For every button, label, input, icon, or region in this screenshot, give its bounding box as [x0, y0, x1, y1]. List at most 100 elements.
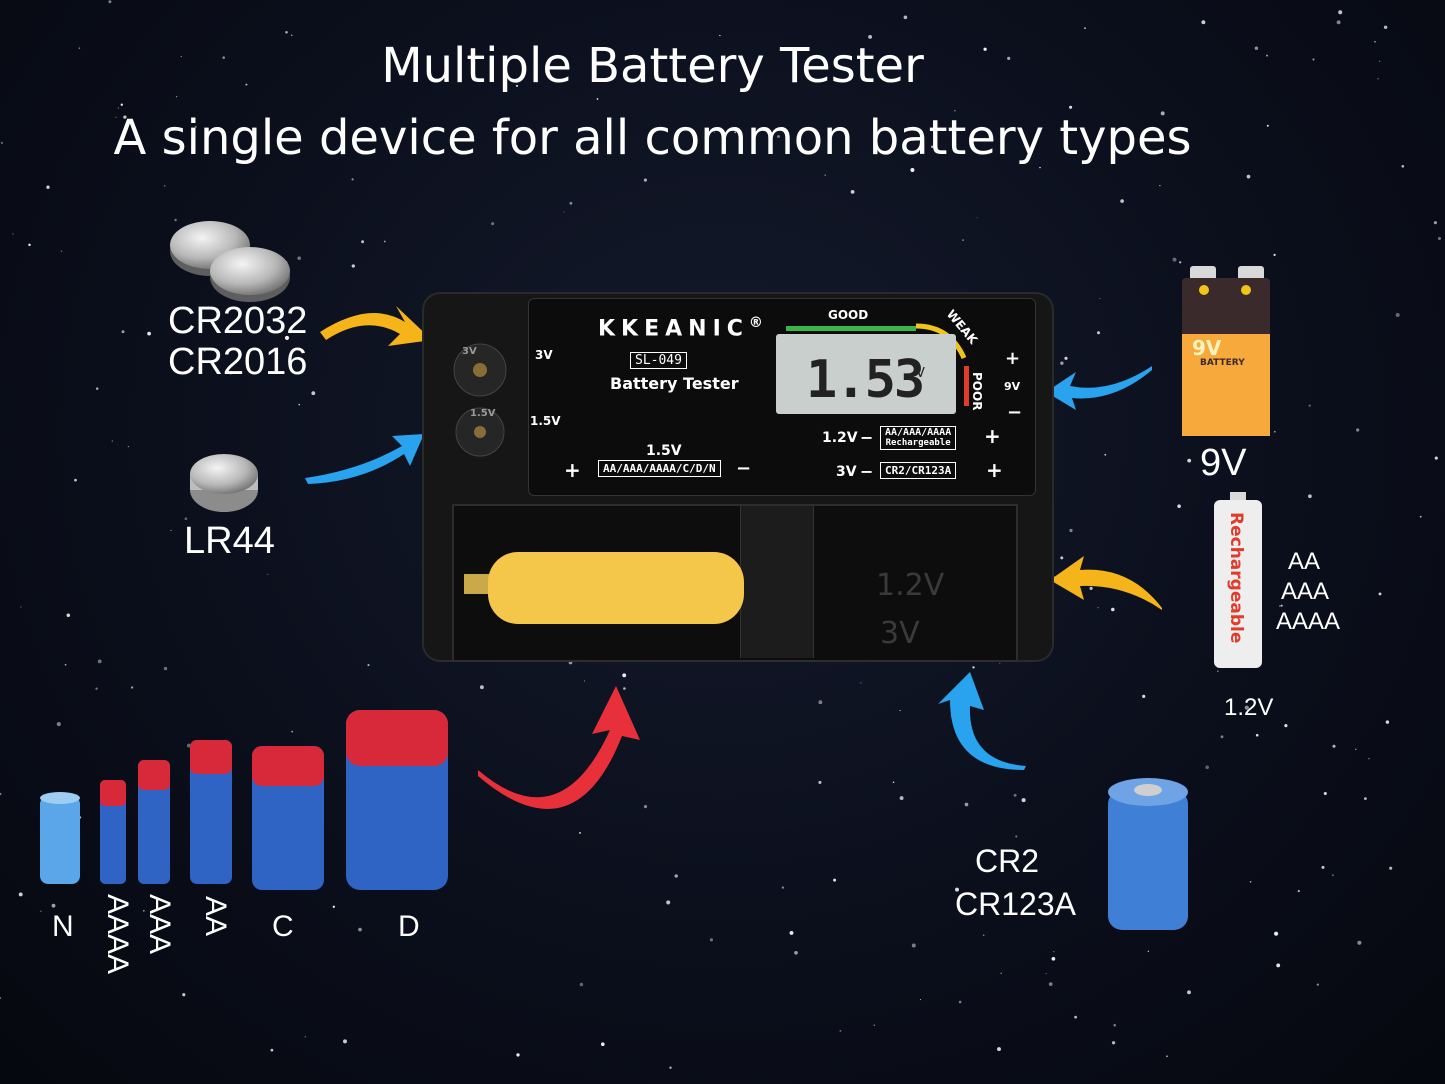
label-cr2016: CR2016 [168, 341, 308, 383]
star [284, 335, 290, 340]
star [962, 239, 964, 242]
star [304, 1036, 306, 1038]
star [291, 730, 294, 733]
cylinder-plus: + [564, 458, 581, 482]
star [51, 903, 56, 908]
star [919, 999, 921, 1001]
star [958, 1000, 962, 1004]
star [583, 680, 586, 682]
star [1187, 990, 1191, 995]
star [78, 47, 81, 49]
star [367, 664, 370, 667]
trademark-symbol: ® [748, 315, 763, 331]
slider-block[interactable] [740, 506, 814, 658]
panel-3v-label: 3V [535, 348, 553, 362]
arrow-red-cylinder [478, 686, 640, 809]
star [46, 185, 50, 189]
star [818, 780, 822, 784]
arrow-blue-cr2 [938, 672, 1026, 770]
star [777, 135, 780, 138]
star [1356, 428, 1360, 432]
rechargeable-plus: + [984, 424, 1001, 448]
lcd-reading: 1.53 [806, 350, 925, 410]
rechargeable-box-line2: Rechargeable [885, 438, 951, 448]
coin-3v-slot-label: 3V [462, 346, 477, 357]
label-aaa: AAA [143, 894, 176, 955]
star [1205, 765, 1209, 770]
star [1015, 835, 1018, 838]
star [794, 950, 798, 955]
star [1383, 25, 1388, 30]
star [182, 993, 186, 997]
device-brand: KKEANIC® [598, 315, 763, 341]
star [1201, 20, 1206, 25]
star [1217, 670, 1219, 672]
page-subtitle: A single device for all common battery t… [113, 110, 1192, 166]
lcd-display [776, 334, 956, 414]
lcd-unit: V [916, 366, 925, 381]
star [1166, 1055, 1168, 1057]
star [903, 15, 908, 20]
label-aaaa-right: AAAA [1276, 608, 1341, 635]
star [491, 222, 495, 226]
star [163, 185, 166, 187]
star [1419, 515, 1422, 518]
star [64, 663, 67, 666]
star [1355, 748, 1357, 751]
star [1084, 27, 1086, 30]
star [267, 573, 269, 576]
star [1220, 735, 1224, 739]
arrow-yellow-aa [1050, 556, 1162, 610]
star [1364, 797, 1367, 800]
star [972, 666, 975, 669]
cylinder-minus: − [736, 458, 752, 479]
star [117, 107, 119, 109]
star [719, 34, 721, 37]
label-cr2: CR2 [975, 843, 1040, 879]
star [121, 330, 125, 334]
rechargeable-battery-illustration [1214, 492, 1262, 668]
star [56, 722, 61, 727]
star [1312, 58, 1315, 61]
star [1089, 586, 1093, 591]
star [228, 371, 233, 375]
star [1069, 528, 1073, 533]
device-model: SL-049 [630, 352, 687, 369]
star [1266, 54, 1268, 57]
star [351, 264, 355, 268]
star [674, 874, 678, 878]
star [833, 878, 837, 882]
star [931, 145, 934, 149]
star [1273, 253, 1276, 256]
star [108, 0, 112, 4]
star [1084, 137, 1087, 140]
star [1357, 940, 1362, 945]
star [1007, 56, 1011, 60]
cylinder-box: AA/AAA/AAAA/C/D/N [598, 460, 721, 477]
star [839, 1029, 842, 1032]
star [1434, 456, 1438, 460]
star [12, 233, 14, 235]
label-lr44: LR44 [184, 520, 275, 562]
tray-3v-label: 3V [880, 616, 920, 651]
cr2-battery-illustration [1108, 778, 1188, 930]
scale-poor: POOR [970, 372, 984, 411]
star [332, 905, 335, 908]
label-12v-slot: 1.2V [822, 430, 858, 446]
star [147, 331, 151, 336]
cr-minus: − [860, 462, 874, 481]
star [123, 115, 127, 119]
star [194, 125, 197, 129]
star [1308, 404, 1311, 407]
device-name: Battery Tester [610, 374, 739, 393]
star [1316, 983, 1319, 986]
star [1332, 744, 1336, 748]
star [186, 743, 191, 748]
battery-9v-illustration [1182, 266, 1270, 436]
star [97, 659, 102, 664]
star [60, 250, 63, 253]
star [1379, 60, 1381, 62]
star [1074, 1015, 1078, 1019]
star [358, 927, 362, 932]
